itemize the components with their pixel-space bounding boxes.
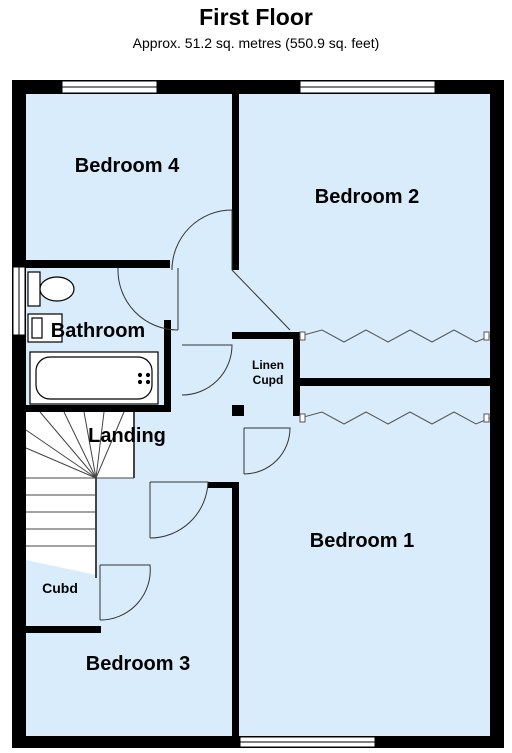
doors [99,209,291,621]
staircase [25,411,135,578]
bathroom-fixtures [27,271,159,405]
room-bedroom-1: Bedroom 1 [310,530,414,552]
plan-area: Approx. 51.2 sq. metres (550.9 sq. feet) [132,35,380,51]
room-bedroom-2: Bedroom 2 [315,186,419,208]
toilet-bowl [39,276,75,302]
room-bathroom: Bathroom [51,320,145,342]
windows [12,80,436,748]
plan-title: First Floor [199,4,313,30]
room-linen-cupd-line1: Linen [252,358,284,372]
toilet-cistern [27,271,41,307]
room-bedroom-4: Bedroom 4 [75,155,180,177]
room-cubd: Cubd [42,580,78,596]
wardrobe-doors [299,329,491,425]
room-bedroom-3: Bedroom 3 [86,653,190,675]
interior-walls [26,94,490,738]
room-landing: Landing [88,425,166,447]
room-linen-cupd-line2: Cupd [253,373,284,387]
